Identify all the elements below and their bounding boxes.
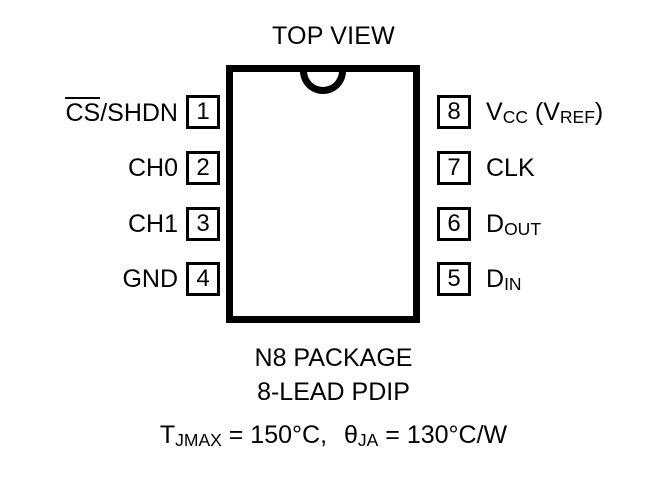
- pin-label-dout-subscript: OUT: [504, 219, 542, 240]
- theta-subscript: JA: [357, 430, 379, 451]
- pin-label-suffix-shdn: /SHDN: [100, 99, 178, 127]
- pin-label-vcc-vref: VCC (VREF): [486, 95, 603, 129]
- pin-box-4[interactable]: 4: [186, 262, 220, 296]
- pin-label-ch1: CH1: [127, 210, 178, 238]
- pin-label-cs-shdn: CS/SHDN: [65, 95, 178, 130]
- theta-value: = 130°C/W: [385, 421, 508, 449]
- pin-label-dout-base: D: [486, 210, 505, 238]
- tjmax-symbol: T: [159, 421, 176, 449]
- pin-label-overbar-cs: CS: [65, 95, 100, 130]
- pin-box-5[interactable]: 5: [437, 262, 471, 296]
- thermal-spec-label: TJMAX = 150°C, θJA = 130°C/W: [0, 421, 667, 451]
- pin-label-ch0: CH0: [127, 154, 178, 182]
- tjmax-subscript: JMAX: [175, 430, 222, 451]
- pin-label-clk: CLK: [486, 154, 535, 182]
- pin-box-6[interactable]: 6: [437, 207, 471, 241]
- pin-label-gnd: GND: [122, 265, 178, 293]
- pin-box-8[interactable]: 8: [437, 95, 471, 129]
- pin-box-2[interactable]: 2: [186, 151, 220, 185]
- pin1-notch-icon: [300, 71, 346, 94]
- pin-box-7[interactable]: 7: [437, 151, 471, 185]
- tjmax-value: = 150°C,: [228, 421, 328, 449]
- package-body-outline: [226, 65, 420, 323]
- pin-label-vref-subscript: REF: [559, 107, 595, 128]
- pin-label-din-base: D: [486, 265, 505, 293]
- pin-label-vref-close-paren: ): [594, 98, 604, 126]
- pin-box-3[interactable]: 3: [186, 207, 220, 241]
- pin-label-din: DIN: [486, 262, 522, 296]
- pin-box-1[interactable]: 1: [186, 95, 220, 129]
- pin-label-vref-base: (V: [534, 98, 560, 126]
- pin-label-dout: DOUT: [486, 207, 541, 241]
- pin-label-din-subscript: IN: [504, 274, 522, 295]
- pin-label-vcc-subscript: CC: [502, 107, 528, 128]
- page-title: TOP VIEW: [272, 22, 395, 50]
- theta-symbol: θ: [343, 421, 358, 449]
- package-type-label: 8-LEAD PDIP: [257, 378, 410, 406]
- package-name-label: N8 PACKAGE: [254, 344, 413, 372]
- pin-label-vcc-base: V: [486, 98, 503, 126]
